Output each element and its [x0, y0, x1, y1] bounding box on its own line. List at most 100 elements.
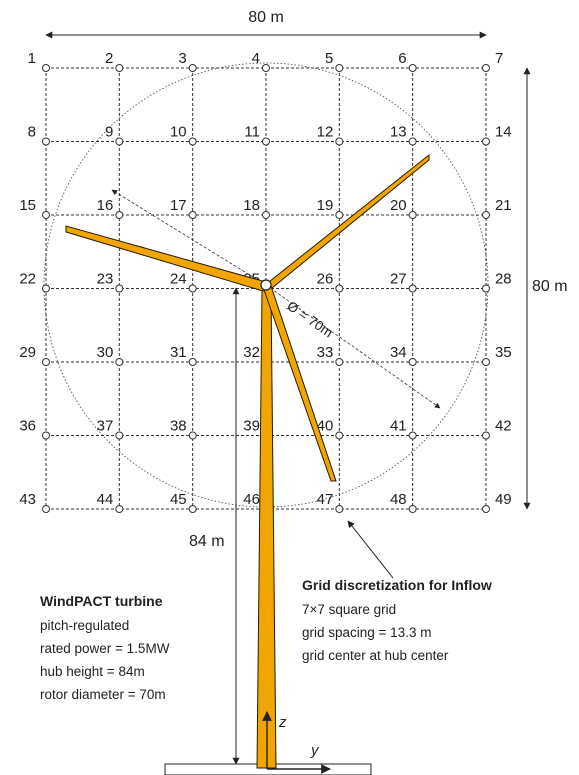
grid-node — [115, 284, 124, 293]
grid-node-label: 9 — [105, 124, 113, 141]
rotor-radius-arrow-upper — [111, 189, 267, 286]
grid-node — [42, 137, 50, 146]
grid-node — [188, 211, 197, 219]
grid-node-label: 17 — [170, 197, 187, 214]
grid-node-label: 36 — [19, 418, 36, 435]
grid-info-line: 7×7 square grid — [302, 602, 396, 617]
width-dimension-label: 80 m — [248, 9, 284, 26]
blade-upper-right — [264, 153, 430, 289]
grid-node-label: 21 — [495, 197, 512, 214]
grid-info-title: Grid discretization for Inflow — [302, 577, 492, 593]
grid-node-label: 45 — [170, 491, 187, 508]
grid-node-label: 38 — [170, 418, 187, 435]
grid-node — [188, 284, 197, 293]
grid-node-label: 30 — [97, 344, 114, 361]
grid-node-label: 27 — [390, 271, 407, 288]
grid-node-label: 10 — [170, 124, 187, 141]
grid-node-label: 37 — [97, 418, 114, 435]
grid-node-label: 1 — [28, 50, 36, 67]
turbine-info-title: WindPACT turbine — [40, 593, 163, 609]
grid-node — [335, 284, 344, 293]
grid-node-label: 34 — [390, 344, 407, 361]
grid-node — [481, 284, 490, 293]
height-dimension-label: 80 m — [532, 278, 568, 295]
grid-node-label: 44 — [97, 491, 114, 508]
hub-height-dimension-label: 84 m — [189, 533, 225, 550]
grid-node-label: 42 — [495, 418, 512, 435]
grid-node — [188, 431, 197, 440]
grid-node-label: 32 — [243, 344, 260, 361]
grid-node-label: 31 — [170, 344, 187, 361]
grid-node-label: 48 — [390, 491, 407, 508]
grid-node — [481, 64, 490, 72]
grid-node — [481, 505, 490, 513]
grid-node — [335, 137, 344, 146]
grid-node-label: 35 — [495, 344, 512, 361]
grid-node — [335, 358, 344, 366]
grid-node-label: 40 — [317, 418, 334, 435]
grid-node-label: 19 — [317, 197, 334, 214]
grid-node — [408, 64, 417, 72]
grid-node — [42, 505, 50, 513]
grid-node — [408, 211, 417, 219]
grid-node — [188, 358, 197, 366]
grid-node-label: 41 — [390, 418, 407, 435]
grid-node — [115, 211, 124, 219]
grid-node-label: 8 — [28, 124, 36, 141]
grid-node — [261, 211, 270, 219]
grid-pointer-arrow — [347, 520, 394, 579]
grid-node — [408, 505, 417, 513]
grid-node — [261, 137, 270, 146]
grid-node-label: 28 — [495, 271, 512, 288]
grid-node — [481, 137, 490, 146]
grid-node-label: 49 — [495, 491, 512, 508]
grid-node-label: 4 — [252, 50, 260, 67]
grid-node-label: 43 — [19, 491, 36, 508]
turbine-info-line: pitch-regulated — [40, 618, 129, 633]
grid-node-label: 18 — [243, 197, 260, 214]
grid-node — [408, 431, 417, 440]
grid-node-label: 14 — [495, 124, 512, 141]
grid-node — [115, 358, 124, 366]
grid-info-line: grid spacing = 13.3 m — [302, 625, 431, 640]
grid-node — [408, 137, 417, 146]
turbine-info-line: hub height = 84m — [40, 664, 145, 679]
grid-node-label: 13 — [390, 124, 407, 141]
grid-node-label: 12 — [317, 124, 334, 141]
grid-node-label: 24 — [170, 271, 187, 288]
grid-node — [408, 284, 417, 293]
grid-node-label: 7 — [495, 50, 503, 67]
grid-node-label: 20 — [390, 197, 407, 214]
grid-info-line: grid center at hub center — [302, 648, 449, 663]
grid-node — [188, 505, 197, 513]
grid-node-label: 39 — [243, 418, 260, 435]
rotor-circle — [43, 62, 489, 508]
grid-node-label: 47 — [317, 491, 334, 508]
grid-node — [261, 64, 270, 72]
turbine-info-block: WindPACT turbine pitch-regulated rated p… — [40, 593, 170, 702]
grid-node — [42, 211, 50, 219]
rotor-radius-arrow-lower — [265, 284, 441, 409]
z-axis-label: z — [278, 714, 287, 731]
grid-node-label: 16 — [97, 197, 114, 214]
grid-node — [115, 64, 124, 72]
grid-node-label: 3 — [178, 50, 186, 67]
grid-node — [42, 431, 50, 440]
grid-node-label: 26 — [317, 271, 334, 288]
grid-node — [408, 358, 417, 366]
turbine-info-line: rated power = 1.5MW — [40, 641, 170, 656]
grid-node — [115, 505, 124, 513]
grid-node — [115, 431, 124, 440]
turbine-info-line: rotor diameter = 70m — [40, 687, 166, 702]
grid-node — [335, 64, 344, 72]
grid-node — [481, 211, 490, 219]
grid-node — [42, 284, 50, 293]
grid-node-label: 29 — [19, 344, 36, 361]
rotor-diameter-label: Ø = 70m — [284, 298, 335, 340]
grid-node — [335, 505, 344, 513]
grid-node-label: 6 — [398, 50, 406, 67]
grid-node-label: 11 — [244, 124, 260, 141]
grid-node — [335, 211, 344, 219]
